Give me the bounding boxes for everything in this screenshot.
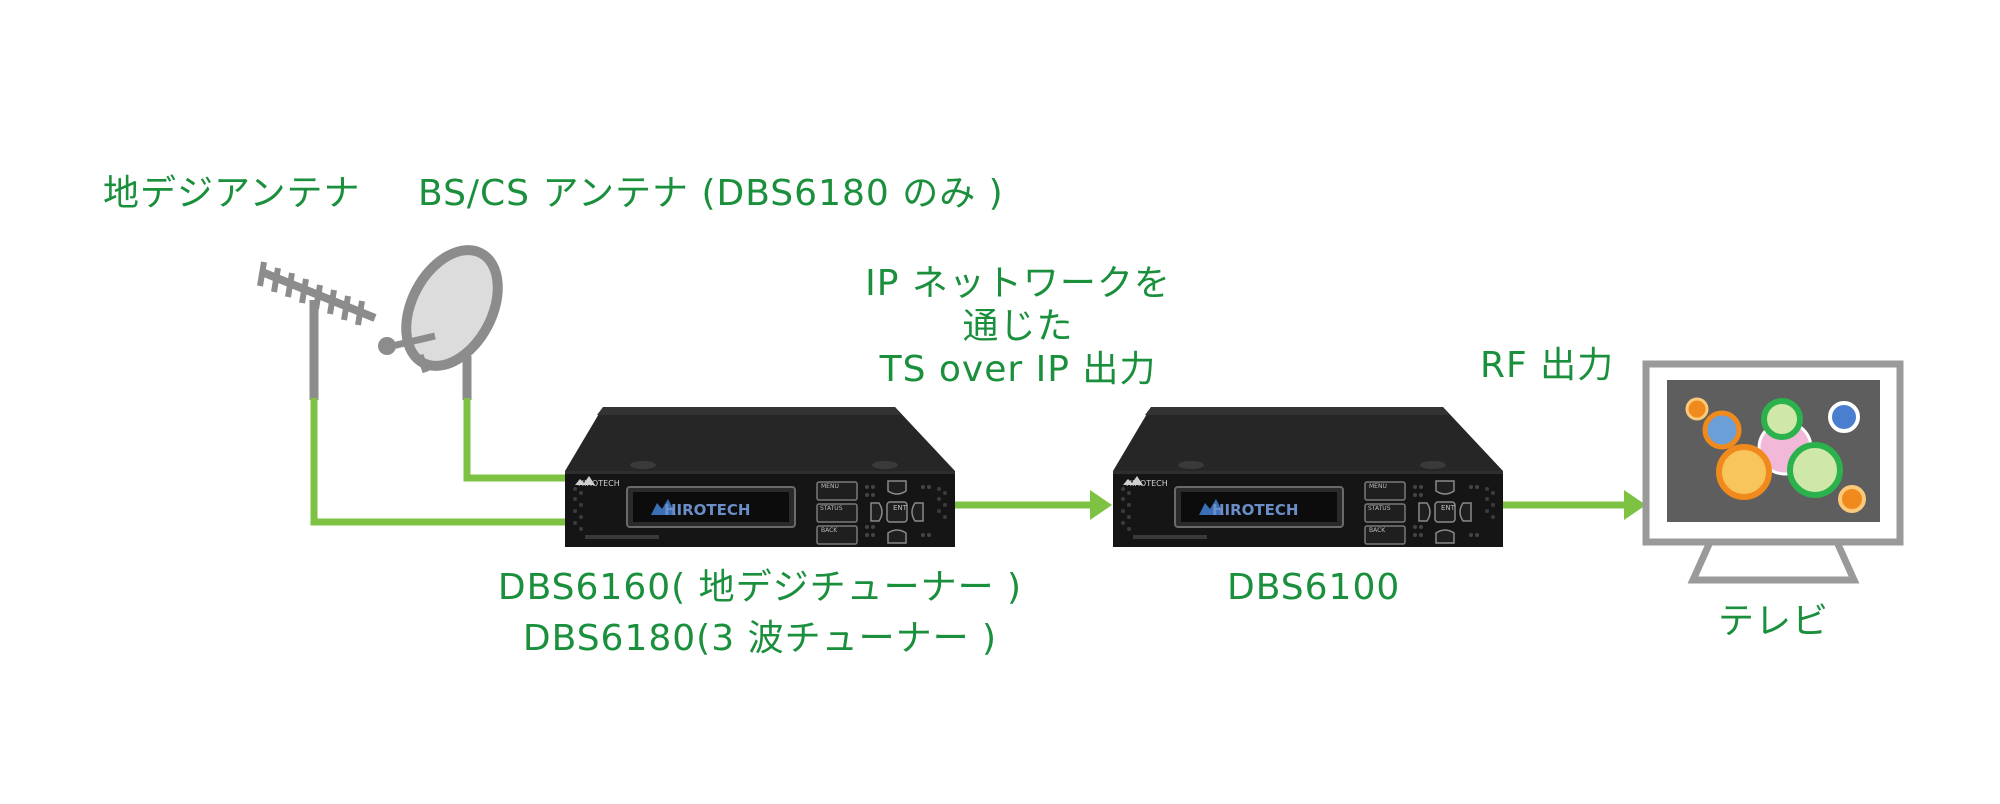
decoder-device: HIROTECH HIROTECH MENU STATUS BACK ENT — [1113, 407, 1503, 547]
ent-button-label: ENT — [893, 504, 908, 512]
ent-button-label: ENT — [1441, 504, 1456, 512]
back-button-label: BACK — [821, 527, 838, 534]
yagi-antenna-icon — [257, 261, 377, 400]
ip-network-line1: IP ネットワークを — [865, 263, 1171, 304]
menu-button-label: MENU — [1369, 483, 1387, 490]
rf-output-arrow — [1503, 490, 1646, 520]
device-brand: HIROTECH — [578, 479, 620, 488]
tuner-device-line1: DBS6160( 地デジチューナー ) — [497, 567, 1023, 608]
device-display-logo: HIROTECH — [664, 501, 750, 519]
television-icon — [1642, 360, 1904, 584]
antenna-cables — [310, 398, 565, 526]
device-brand: HIROTECH — [1126, 479, 1168, 488]
menu-button-label: MENU — [821, 483, 839, 490]
tuner-device: HIROTECH HIROTECH MENU STATUS BACK ENT — [565, 407, 955, 547]
rf-output-label: RF 出力 — [1480, 345, 1615, 386]
device-display-logo: HIROTECH — [1212, 501, 1298, 519]
tuner-device-line2: DBS6180(3 波チューナー ) — [522, 618, 998, 660]
status-button-label: STATUS — [1368, 505, 1391, 512]
ip-network-line2: 通じた — [962, 306, 1074, 348]
bs-cs-antenna-label: BS/CS アンテナ (DBS6180 のみ ) — [418, 173, 1004, 214]
decoder-device-label: DBS6100 — [1227, 567, 1401, 608]
status-button-label: STATUS — [820, 505, 843, 512]
terrestrial-antenna-label: 地デジアンテナ — [103, 173, 361, 214]
ip-network-line3: TS over IP 出力 — [879, 349, 1157, 391]
tuner-device-label: DBS6160( 地デジチューナー ) DBS6180(3 波チューナー ) — [480, 566, 1040, 660]
tv-label: テレビ — [1718, 601, 1830, 642]
ip-output-arrow — [955, 490, 1112, 520]
back-button-label: BACK — [1369, 527, 1386, 534]
satellite-dish-icon — [378, 245, 503, 400]
ip-network-output-label: IP ネットワークを 通じた TS over IP 出力 — [838, 262, 1198, 392]
